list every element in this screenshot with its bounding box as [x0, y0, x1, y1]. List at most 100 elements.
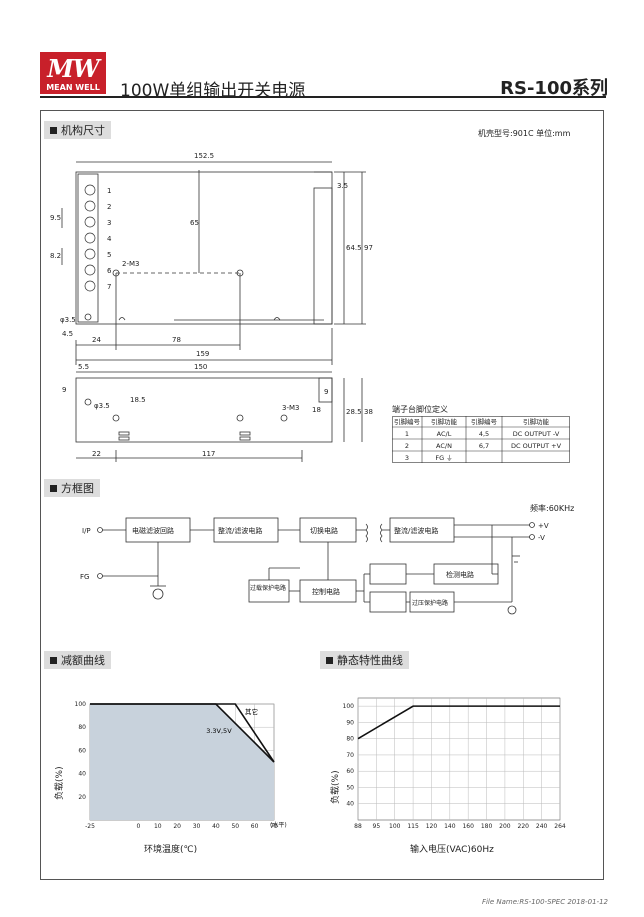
- model-name: RS-100系列: [500, 78, 608, 99]
- content-frame: [40, 110, 604, 880]
- dim-9-left: 9: [62, 386, 66, 394]
- dim-2-m3: 2-M3: [122, 260, 139, 268]
- derating-y-tick: 80: [78, 724, 86, 731]
- label-fg: FG: [80, 573, 89, 581]
- dim-18: 18: [312, 406, 321, 414]
- static-ylabel: 负载(%): [329, 770, 341, 804]
- terminal-3: 3: [107, 219, 111, 227]
- static-plot-frame: [357, 697, 561, 821]
- static-x-tick: 120: [426, 823, 438, 830]
- cell-0-2: 4,5: [479, 430, 489, 438]
- block-olp: 过载保护电路: [250, 584, 286, 592]
- dim-150: 150: [194, 363, 207, 371]
- cell-0-3: DC OUTPUT -V: [513, 430, 560, 438]
- cell-2-0: 3: [405, 454, 409, 462]
- dim-3-m3: 3-M3: [282, 404, 299, 412]
- cell-0-1: AC/L: [437, 430, 452, 438]
- dim-24: 24: [92, 336, 101, 344]
- header-rule: [40, 96, 606, 98]
- section-block-diagram: 方框图: [44, 479, 100, 497]
- section-mechanical: 机构尺寸: [44, 121, 111, 139]
- derating-x-tick: 20: [173, 823, 181, 830]
- derating-x-tick: 40: [212, 823, 220, 830]
- dim-phi-3-5: φ3.5: [60, 316, 76, 324]
- derating-x-tick: 70: [270, 823, 278, 830]
- cell-1-2: 6,7: [479, 442, 489, 450]
- derating-x-unit: (水平): [270, 821, 287, 829]
- derating-ylabel: 负载(%): [53, 766, 65, 800]
- logo-mark: MW: [47, 54, 100, 83]
- terminal-4: 4: [107, 235, 112, 243]
- label-ip: I/P: [82, 527, 91, 535]
- dim-5-5: 5.5: [78, 363, 89, 371]
- terminal-table: 引脚编号 引脚功能 引脚编号 引脚功能 1 AC/L 4,5 DC OUTPUT…: [392, 416, 570, 463]
- derating-x-tick: 0: [137, 823, 141, 830]
- meanwell-logo: MW MEAN WELL: [40, 52, 106, 94]
- terminal-5: 5: [107, 251, 111, 259]
- block-detect: 检测电路: [446, 570, 474, 579]
- dim-38: 38: [364, 408, 373, 416]
- dim-4-5: 4.5: [62, 330, 73, 338]
- static-x-tick: 220: [518, 823, 530, 830]
- static-x-tick: 200: [499, 823, 511, 830]
- static-y-tick: 60: [346, 768, 354, 775]
- static-x-tick: 95: [373, 823, 381, 830]
- dim-78: 78: [172, 336, 181, 344]
- static-x-tick: 160: [462, 823, 474, 830]
- static-x-tick: 115: [407, 823, 419, 830]
- block-rect1: 整流/滤波电路: [218, 526, 262, 535]
- dim-97: 97: [364, 244, 373, 252]
- derating-y-tick: 60: [78, 747, 86, 754]
- derating-x-tick: -25: [85, 823, 95, 830]
- static-x-tick: 140: [444, 823, 456, 830]
- terminal-table-title: 端子台脚位定义: [392, 405, 448, 414]
- derating-xlabel: 环境温度(℃): [144, 843, 197, 855]
- derating-x-tick: 50: [231, 823, 239, 830]
- dim-159: 159: [196, 350, 209, 358]
- mechanical-drawing: 1 2 3 4 5 6 7 152.5 65 3.5 64.5 97 9.5 8…: [50, 152, 373, 462]
- derating-line-3v3-5v: [90, 703, 275, 763]
- derating-y-tick: 40: [78, 771, 86, 778]
- label-vminus: -V: [538, 534, 545, 542]
- derating-series-label-other: 其它: [245, 707, 258, 716]
- frequency-note: 频率:60KHz: [530, 504, 575, 513]
- case-note: 机壳型号:901C 单位:mm: [478, 129, 571, 138]
- derating-y-tick: 100: [75, 701, 87, 708]
- static-y-tick: 100: [343, 703, 355, 710]
- terminal-6: 6: [107, 267, 112, 275]
- dim-152-5: 152.5: [194, 152, 214, 160]
- dim-9-right: 9: [324, 388, 328, 396]
- dim-65: 65: [190, 219, 199, 227]
- cell-2-1: FG ⏚: [435, 454, 452, 462]
- static-x-tick: 88: [354, 823, 362, 830]
- block-switch: 切换电路: [310, 526, 338, 535]
- dim-3-5: 3.5: [337, 182, 348, 190]
- derating-area-3v3-5v: [90, 704, 274, 820]
- static-x-tick: 240: [536, 823, 548, 830]
- static-y-tick: 40: [346, 801, 354, 808]
- block-rect2: 整流/滤波电路: [394, 526, 438, 535]
- static-y-tick: 70: [346, 752, 354, 759]
- static-x-tick: 264: [554, 823, 566, 830]
- cell-1-3: DC OUTPUT +V: [511, 442, 562, 450]
- static-x-tick: 100: [389, 823, 401, 830]
- section-static: 静态特性曲线: [320, 651, 409, 669]
- terminal-block: [84, 184, 96, 292]
- derating-y-tick: 20: [78, 794, 86, 801]
- dim-8-2: 8.2: [50, 252, 61, 260]
- static-y-tick: 90: [346, 719, 354, 726]
- derating-series-label-3v3-5v: 3.3V,5V: [206, 727, 232, 735]
- static-line: [357, 705, 560, 740]
- th-func-2: 引脚功能: [523, 417, 550, 426]
- block-emi: 电磁滤波回路: [132, 526, 174, 535]
- th-func-1: 引脚功能: [431, 417, 458, 426]
- dim-28-5: 28.5: [346, 408, 362, 416]
- block-diagram: I/P FG 电磁滤波回路 整流/滤波电路 切换电路 整流/滤波电路 过载保护电…: [80, 517, 549, 615]
- block-ctrl: 控制电路: [312, 587, 340, 596]
- static-xlabel: 输入电压(VAC)60Hz: [410, 843, 494, 855]
- dim-9-5: 9.5: [50, 214, 61, 222]
- dim-22: 22: [92, 450, 101, 458]
- footer-filename: File Name:RS-100-SPEC 2018-01-12: [481, 898, 608, 906]
